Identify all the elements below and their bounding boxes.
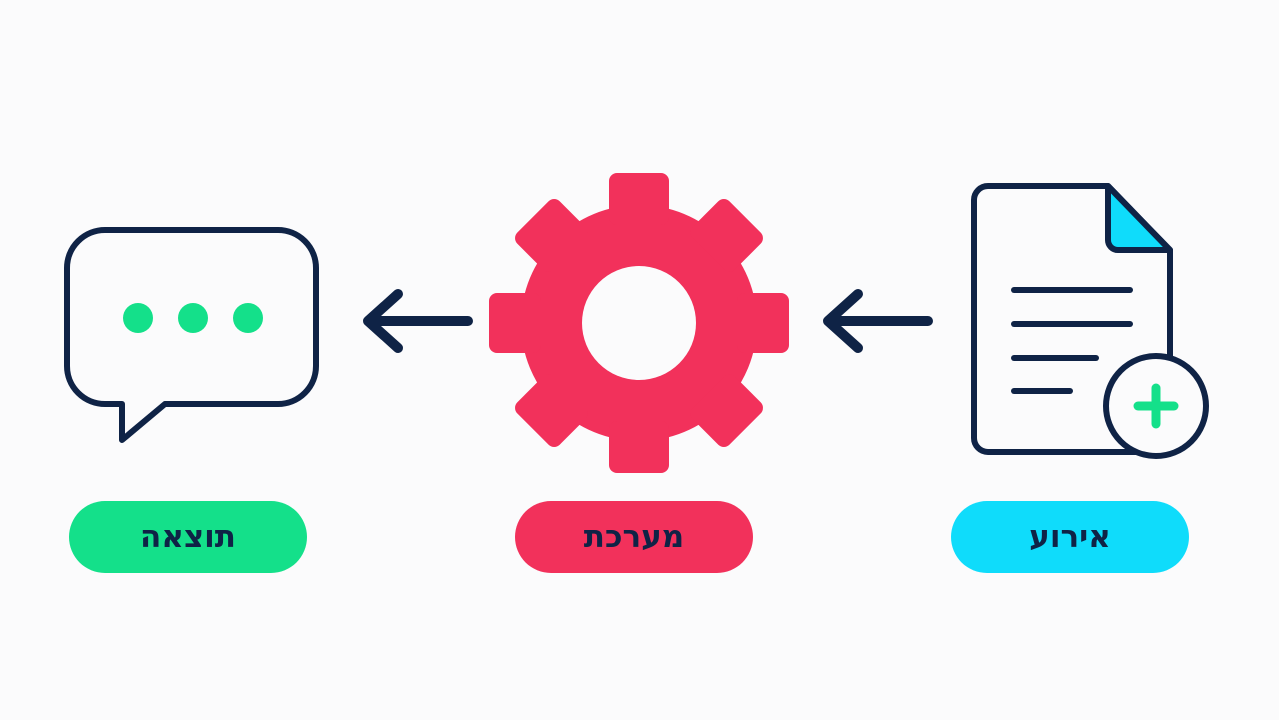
step-label-result-text: תוצאה — [140, 519, 236, 555]
chat-bubble-icon — [64, 227, 319, 443]
arrow-left-icon — [363, 289, 473, 353]
step-label-result: תוצאה — [69, 501, 307, 573]
arrow-left-icon-2 — [823, 289, 933, 353]
step-label-event-text: אירוע — [1029, 519, 1111, 555]
folded-corner — [1105, 183, 1173, 253]
step-label-system: מערכת — [515, 501, 753, 573]
document-add-icon — [971, 183, 1209, 459]
dot-1 — [123, 303, 153, 333]
dot-2 — [178, 303, 208, 333]
step-label-event: אירוע — [951, 501, 1189, 573]
dot-3 — [233, 303, 263, 333]
gear-icon — [489, 173, 789, 473]
step-label-system-text: מערכת — [583, 519, 685, 555]
